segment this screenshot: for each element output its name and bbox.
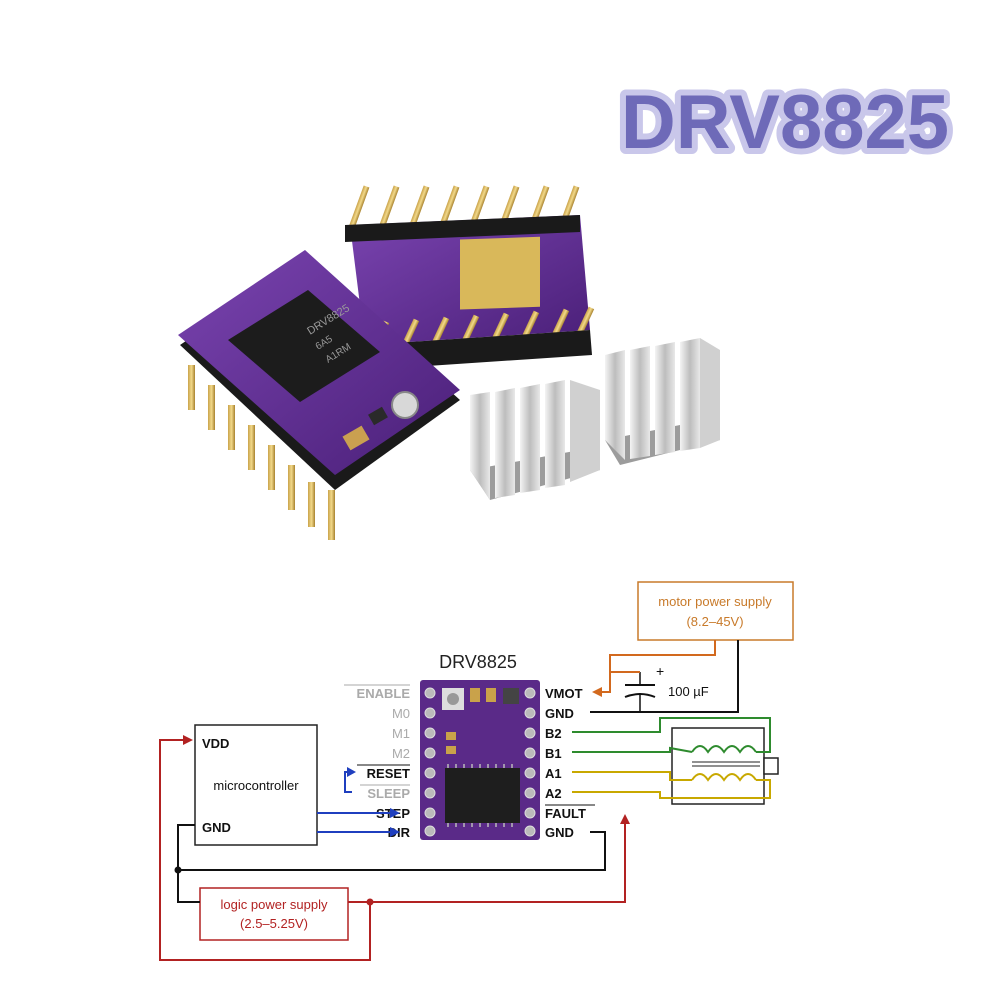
board-chip xyxy=(445,768,520,823)
wire-a2 xyxy=(572,779,771,799)
mcu-gnd: GND xyxy=(202,820,231,835)
title-text: DRV8825 xyxy=(621,80,949,165)
driver-board xyxy=(420,680,540,840)
motor-power-supply: motor power supply (8.2–45V) xyxy=(637,581,794,641)
pin-m1: M1 xyxy=(392,726,410,741)
capacitor: + 100 µF xyxy=(624,663,709,713)
title-text-shadow: DRV8825 xyxy=(621,80,949,165)
wire-b1 xyxy=(572,746,693,753)
wire-vmot xyxy=(600,640,716,693)
potentiometer xyxy=(391,391,419,419)
motor-supply-name: motor power supply xyxy=(658,594,772,609)
board-pin-holes-right xyxy=(524,687,536,837)
pin-m0: M0 xyxy=(392,706,410,721)
wire-b2 xyxy=(572,717,771,753)
pin-gnd-logic: GND xyxy=(545,825,574,840)
wiring-diagram: motor power supply (8.2–45V) DRV8825 xyxy=(159,581,794,961)
product-photo: DRV8825 6A5 A1RM xyxy=(178,185,720,540)
left-pin-labels: ENABLE M0 M1 M2 RESET SLEEP STEP DIR xyxy=(344,684,411,840)
wire-a1 xyxy=(572,771,692,781)
mcu-vdd: VDD xyxy=(202,736,229,751)
motor-supply-range: (8.2–45V) xyxy=(686,614,743,629)
wire-logic-gnd xyxy=(178,831,606,871)
wires xyxy=(159,640,771,961)
capacitor-value: 100 µF xyxy=(668,684,709,699)
pin-a1: A1 xyxy=(545,766,562,781)
front-board: DRV8825 6A5 A1RM xyxy=(178,250,460,540)
pin-enable: ENABLE xyxy=(357,686,411,701)
pin-m2: M2 xyxy=(392,746,410,761)
pin-fault: FAULT xyxy=(545,806,586,821)
pin-vmot: VMOT xyxy=(545,686,583,701)
back-board xyxy=(344,185,595,370)
board-label: DRV8825 xyxy=(439,652,517,672)
mcu-name: microcontroller xyxy=(213,778,299,793)
logic-supply-name: logic power supply xyxy=(221,897,328,912)
stepper-motor xyxy=(671,727,779,805)
board-pin-holes-left xyxy=(424,687,436,837)
logic-power-supply: logic power supply (2.5–5.25V) xyxy=(199,887,349,941)
logic-supply-range: (2.5–5.25V) xyxy=(240,916,308,931)
pin-b1: B1 xyxy=(545,746,562,761)
pin-sleep: SLEEP xyxy=(367,786,410,801)
heatsink-2 xyxy=(605,338,720,465)
pin-gnd-motor: GND xyxy=(545,706,574,721)
heatsink-1 xyxy=(470,380,600,500)
pin-b2: B2 xyxy=(545,726,562,741)
microcontroller: VDD microcontroller GND xyxy=(194,724,318,846)
right-pin-labels: VMOT GND B2 B1 A1 A2 FAULT GND xyxy=(545,686,595,840)
pin-a2: A2 xyxy=(545,786,562,801)
front-board-pins xyxy=(188,365,335,540)
pin-reset: RESET xyxy=(367,766,410,781)
wire-fault xyxy=(348,822,626,903)
product-title: DRV8825 DRV8825 xyxy=(615,78,955,168)
chip: DRV8825 6A5 A1RM xyxy=(228,290,380,402)
wire-mcu-gnd xyxy=(177,824,200,903)
capacitor-polarity: + xyxy=(656,663,664,679)
wire-logic-vdd xyxy=(159,739,371,961)
